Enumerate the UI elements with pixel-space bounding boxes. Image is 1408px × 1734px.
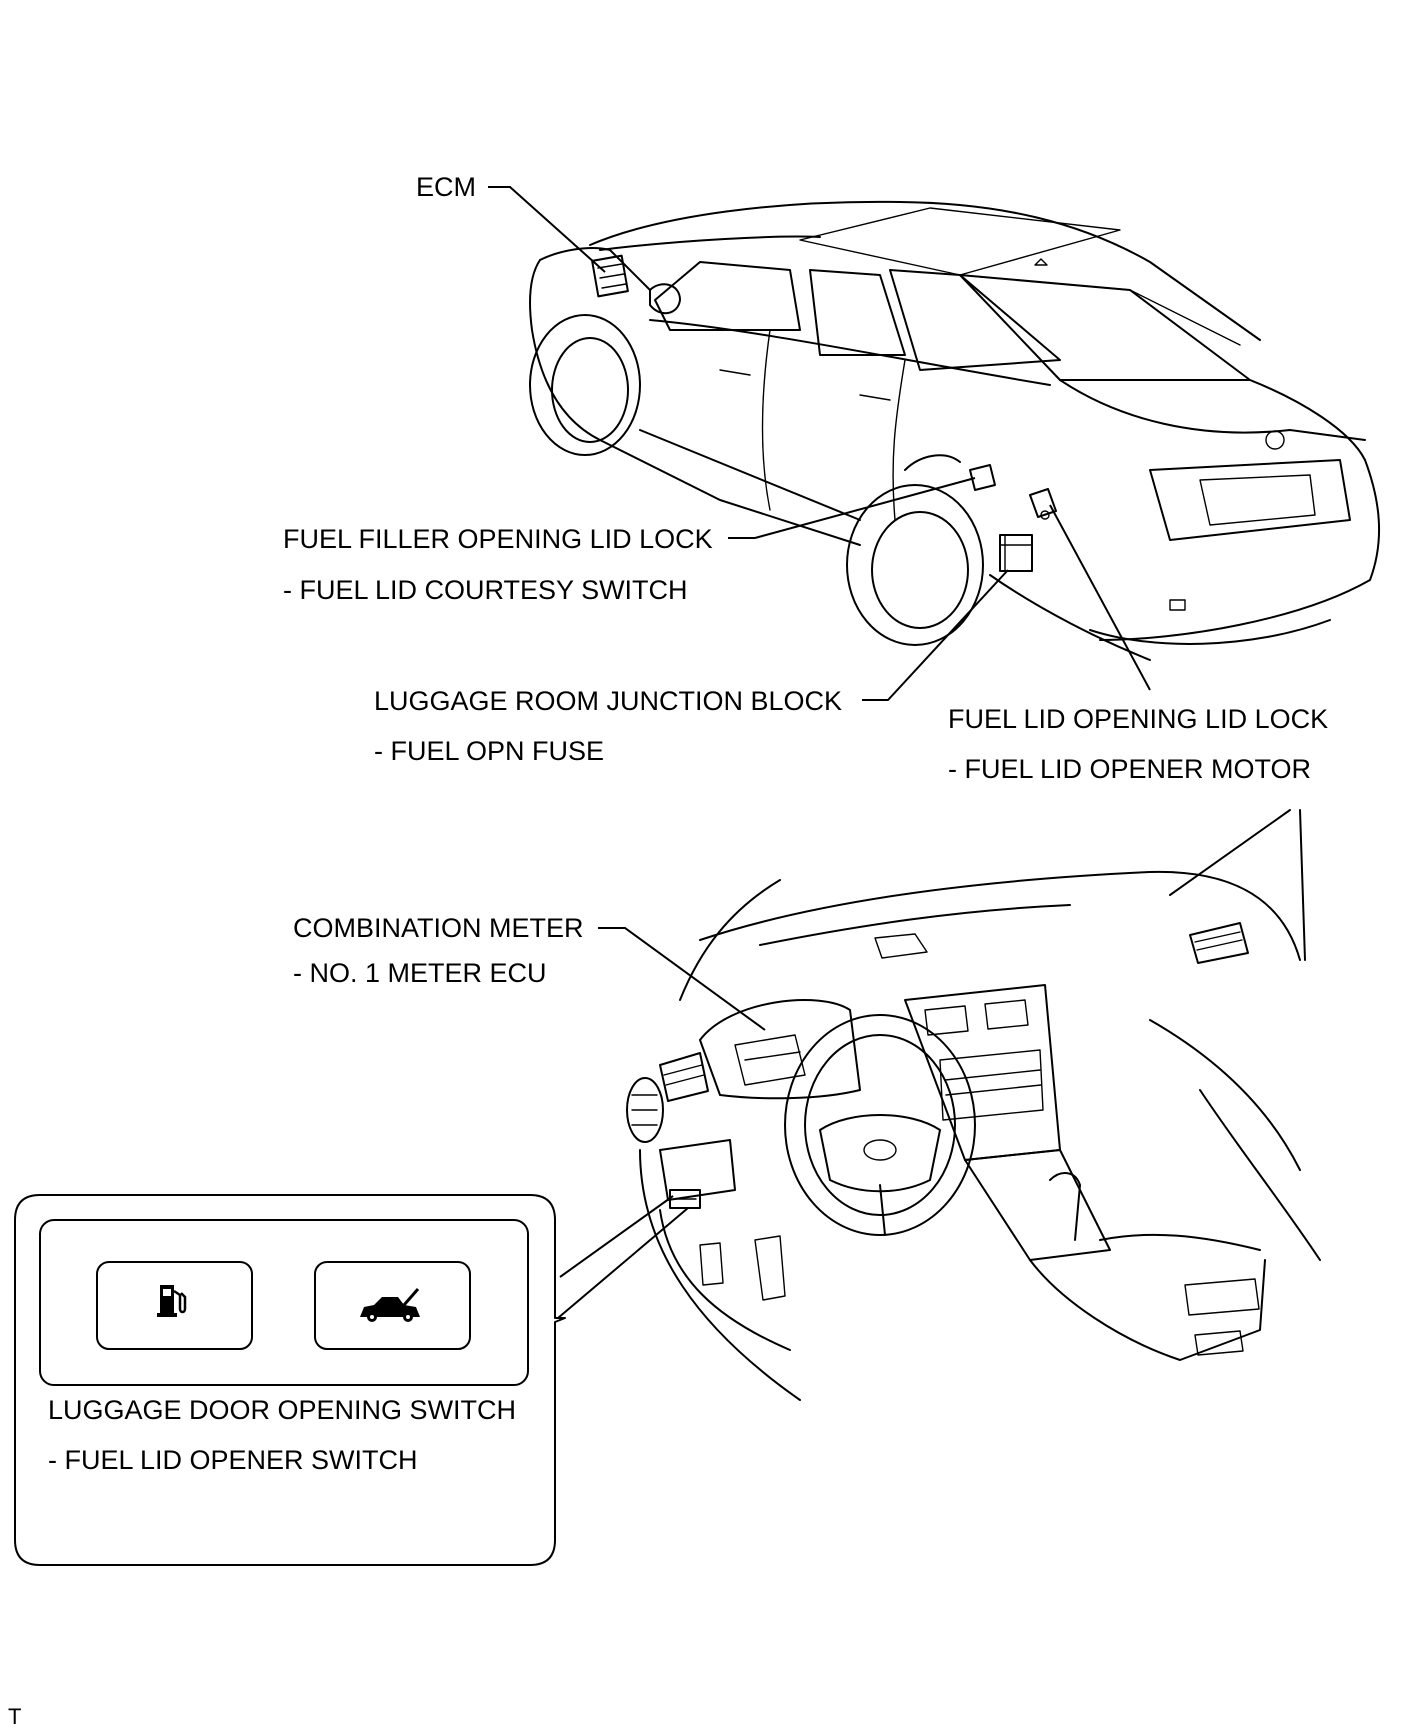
fuel-lid-button [96, 1261, 253, 1350]
leader-ecm [488, 186, 606, 273]
inset-outer-frame [14, 1194, 566, 1566]
label-fuel-lid-courtesy-switch: - FUEL LID COURTESY SWITCH [283, 575, 688, 605]
trunk-open-icon [360, 1288, 420, 1322]
label-luggage-room-junction-block: LUGGAGE ROOM JUNCTION BLOCK [374, 686, 843, 716]
label-fuel-lid-opener-motor: - FUEL LID OPENER MOTOR [948, 754, 1312, 784]
leader-switch-callout-lower [557, 1207, 689, 1319]
corner-mark: T [8, 1704, 22, 1729]
label-ecm: ECM [416, 172, 476, 202]
leader-fuel-filler-lock [728, 477, 976, 539]
leader-switch-callout-upper [559, 1195, 674, 1278]
label-fuel-opn-fuse: - FUEL OPN FUSE [374, 736, 605, 766]
label-no1-meter-ecu: - NO. 1 METER ECU [293, 958, 547, 988]
fuel-pump-icon [157, 1285, 187, 1317]
leader-lines [488, 186, 1151, 1319]
car-exterior-drawing [529, 200, 1381, 661]
label-fuel-lid-opener-switch: - FUEL LID OPENER SWITCH [48, 1445, 418, 1475]
car-interior-drawing [626, 809, 1321, 1401]
label-fuel-lid-opening-lid-lock: FUEL LID OPENING LID LOCK [948, 704, 1329, 734]
leader-combination-meter [598, 927, 766, 1031]
leader-fuel-lid-lock [1049, 504, 1151, 691]
label-combination-meter: COMBINATION METER [293, 913, 584, 943]
label-luggage-door-opening-switch: LUGGAGE DOOR OPENING SWITCH [48, 1395, 517, 1425]
leader-junction-block [862, 569, 1009, 701]
switch-inset-callout [14, 1194, 566, 1566]
label-fuel-filler-lock: FUEL FILLER OPENING LID LOCK [283, 524, 713, 554]
inset-inner-panel [39, 1219, 529, 1386]
